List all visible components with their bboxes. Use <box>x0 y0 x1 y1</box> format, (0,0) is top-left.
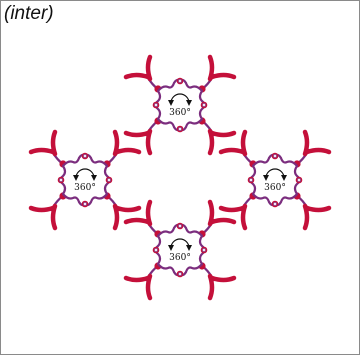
motif-backbone <box>156 80 205 130</box>
tip-node-inner <box>60 179 63 182</box>
tip-node-inner <box>250 179 253 182</box>
rotation-label: 360° <box>264 183 286 193</box>
motif-arm <box>198 202 234 238</box>
tip-node-inner <box>274 203 277 206</box>
motif-top: 360° <box>126 57 234 153</box>
motif-arm <box>31 132 67 168</box>
motif-right: 360° <box>221 132 329 228</box>
motif-bottom: 360° <box>126 202 234 298</box>
motif-arm <box>126 202 162 238</box>
arm-petal <box>307 208 329 210</box>
rotation-label: 360° <box>169 253 191 263</box>
motif-arm <box>293 132 329 168</box>
arm-petal <box>117 150 139 152</box>
tip-node-inner <box>298 179 301 182</box>
arm-petal <box>31 208 53 210</box>
tip-node-inner <box>179 273 182 276</box>
arm-petal <box>126 133 148 135</box>
rotation-label: 360° <box>74 183 96 193</box>
arm-petal <box>307 150 329 152</box>
arm-petal <box>221 208 243 210</box>
motif-arm <box>198 262 234 298</box>
motif-arm <box>221 192 257 228</box>
arm-petal <box>212 133 234 135</box>
motif-left: 360° <box>31 132 139 228</box>
tip-node-inner <box>84 155 87 158</box>
arm-petal <box>117 208 139 210</box>
arm-petal <box>31 150 53 152</box>
tip-node-inner <box>203 249 206 252</box>
arm-petal <box>126 75 148 77</box>
motif-backbone <box>251 155 300 205</box>
motif-backbone <box>61 155 110 205</box>
motif-arm <box>198 117 234 153</box>
arm-petal <box>212 75 234 77</box>
tip-node-inner <box>108 179 111 182</box>
arm-petal <box>212 220 234 222</box>
tip-node-inner <box>274 155 277 158</box>
arm-petal <box>126 278 148 280</box>
tip-node-inner <box>203 104 206 107</box>
motif-arm <box>126 57 162 93</box>
tip-node-inner <box>179 128 182 131</box>
motif-arm <box>221 132 257 168</box>
tip-node-inner <box>155 249 158 252</box>
motif-arm <box>31 192 67 228</box>
arm-petal <box>212 278 234 280</box>
motif-arm <box>126 117 162 153</box>
motif-arm <box>103 192 139 228</box>
tip-node-inner <box>84 203 87 206</box>
motif-arm <box>293 192 329 228</box>
motif-backbone <box>156 225 205 275</box>
tip-node-inner <box>179 225 182 228</box>
motif-arm <box>126 262 162 298</box>
rotation-label: 360° <box>169 108 191 118</box>
motif-arm <box>198 57 234 93</box>
tip-node-inner <box>155 104 158 107</box>
motif-arm <box>103 132 139 168</box>
arm-petal <box>221 150 243 152</box>
tip-node-inner <box>179 80 182 83</box>
arm-petal <box>126 220 148 222</box>
